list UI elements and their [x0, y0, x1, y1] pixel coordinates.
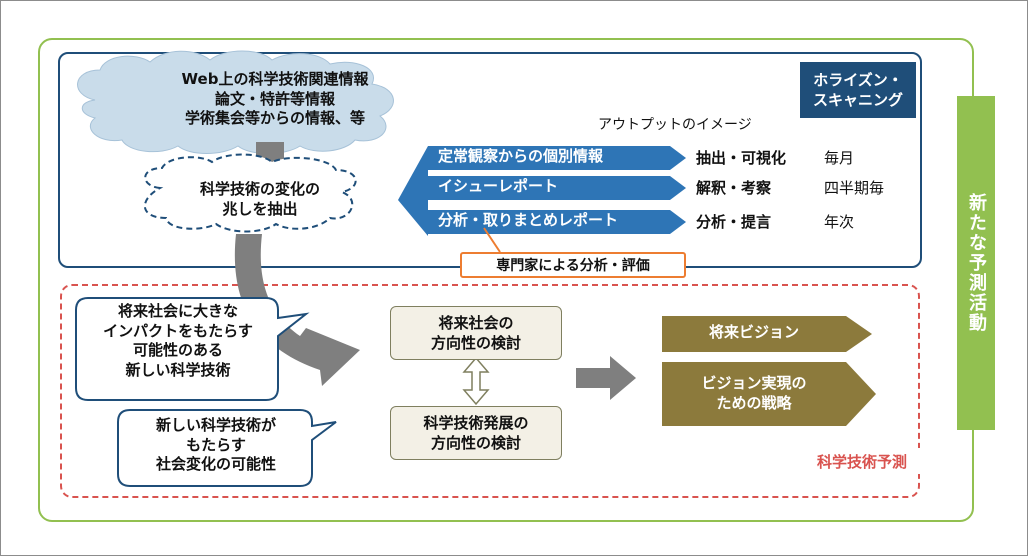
output-label-1: 定常観察からの個別情報 [438, 147, 604, 165]
st-development-box: 科学技術発展の方向性の検討 [390, 406, 562, 460]
impact-line-2: インパクトをもたらす [103, 321, 253, 340]
st-foresight-label-box: 科学技術予測 [802, 448, 922, 474]
output-frequency-1: 毎月 [824, 149, 855, 167]
change-line-1: 新しい科学技術が [155, 416, 276, 434]
new-activity-bar: 新たな予測活動 [957, 96, 995, 430]
st-development-line-1: 科学技術発展の [423, 413, 529, 432]
extract-cloud [143, 153, 357, 233]
info-cloud [77, 50, 394, 154]
hs-line-1: ホライズン・ [813, 70, 903, 89]
output-action-2: 解釈・考察 [696, 179, 772, 197]
extract-line-2: 兆しを抽出 [222, 199, 298, 218]
cloud-line-1: Web上の科学技術関連情報 [181, 70, 369, 88]
output-frequency-2: 四半期毎 [824, 179, 885, 197]
impact-line-3: 可能性のある [132, 341, 223, 359]
future-society-line-1: 将来社会の [438, 313, 514, 332]
vision-strategy-line-2: ための戦略 [716, 393, 792, 412]
output-fan [398, 146, 428, 236]
output-arrow-3 [428, 210, 686, 234]
impact-bubble-text: 将来社会に大きな インパクトをもたらす 可能性のある 新しい科学技術 [80, 302, 276, 380]
extract-text: 科学技術の変化の 兆しを抽出 [170, 180, 350, 219]
extract-line-1: 科学技術の変化の [199, 180, 320, 198]
output-action-1: 抽出・可視化 [696, 149, 787, 167]
double-arrow [462, 356, 490, 406]
impact-bubble [75, 297, 310, 401]
st-development-line-2: 方向性の検討 [430, 434, 521, 452]
st-foresight-label: 科学技術予測 [816, 452, 907, 471]
horizon-scanning-label: ホライズン・スキャニング [800, 62, 916, 118]
output-arrow-2 [428, 176, 686, 200]
output-frequency-3: 年次 [824, 213, 855, 231]
future-vision-label: 将来ビジョン [708, 323, 799, 341]
hs-line-2: スキャニング [812, 91, 903, 109]
change-line-2: もたらす [186, 435, 246, 454]
impact-line-4: 新しい科学技術 [125, 360, 231, 379]
expert-review-label: 専門家による分析・評価 [496, 258, 650, 274]
output-label-3: 分析・取りまとめレポート [438, 211, 619, 229]
new-activity-label: 新たな予測活動 [966, 193, 987, 333]
right-arrow [576, 356, 636, 400]
output-title: アウトプットのイメージ [598, 117, 752, 133]
output-arrow-1 [428, 146, 686, 170]
future-society-box: 将来社会の方向性の検討 [390, 306, 562, 360]
vision-strategy-label: ビジョン実現の ための戦略 [662, 374, 846, 413]
strategy-arrow [662, 362, 876, 426]
change-bubble [117, 409, 337, 487]
cloud-line-3: 学術集会等からの情報、等 [184, 109, 365, 127]
vision-strategy-line-1: ビジョン実現の [701, 374, 807, 392]
future-society-line-2: 方向性の検討 [430, 334, 521, 352]
output-action-3: 分析・提言 [696, 213, 772, 231]
expert-review-box: 専門家による分析・評価 [460, 252, 686, 278]
impact-line-1: 将来社会に大きな [117, 302, 238, 320]
cloud-line-2: 論文・特許等情報 [214, 89, 335, 108]
output-label-2: イシューレポート [438, 177, 559, 195]
change-bubble-text: 新しい科学技術が もたらす 社会変化の可能性 [122, 416, 310, 475]
expert-connector [483, 227, 501, 253]
cloud-text: Web上の科学技術関連情報 論文・特許等情報 学術集会等からの情報、等 [150, 70, 400, 129]
vision-arrow [662, 316, 872, 352]
change-line-3: 社会変化の可能性 [155, 455, 276, 473]
curved-arrow [234, 234, 360, 386]
st-foresight-container [60, 284, 920, 498]
